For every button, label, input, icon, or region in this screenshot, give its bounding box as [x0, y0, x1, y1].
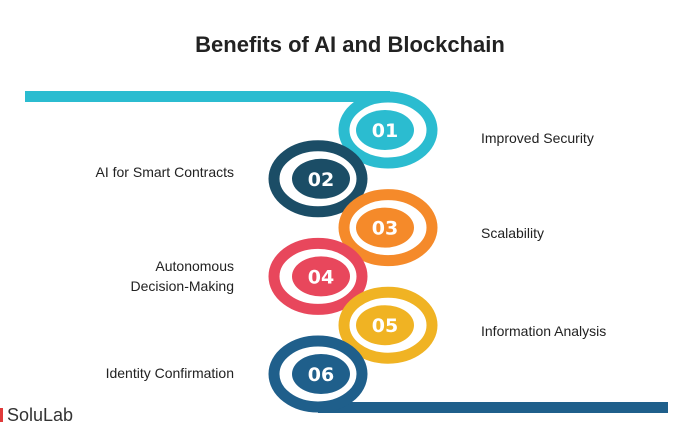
ring-03	[338, 189, 438, 267]
ring-02	[268, 140, 368, 218]
solulab-logo: SoluLab	[0, 405, 73, 426]
badge-number-03: 03	[372, 218, 398, 240]
bottom-bar	[318, 402, 668, 413]
ring-01	[338, 91, 438, 169]
label-03: Scalability	[481, 225, 545, 241]
logo-text: SoluLab	[7, 405, 74, 425]
badge-04	[292, 256, 350, 297]
badge-number-01: 01	[372, 120, 398, 142]
ring-04	[268, 237, 368, 315]
top-bar	[25, 91, 390, 102]
label-04-line1: Autonomous	[155, 258, 234, 274]
label-05: Information Analysis	[481, 323, 607, 339]
label-01: Improved Security	[481, 130, 594, 146]
badge-06	[292, 354, 350, 394]
label-06: Identity Confirmation	[105, 365, 234, 381]
page-title: Benefits of AI and Blockchain	[195, 32, 505, 57]
ring-05	[338, 286, 438, 364]
badge-01	[356, 110, 414, 150]
ring-06	[268, 335, 368, 413]
badge-number-05: 05	[372, 315, 398, 337]
badge-number-04: 04	[308, 266, 334, 288]
badge-05	[356, 305, 414, 346]
label-04-line2: Decision-Making	[130, 278, 234, 294]
badge-03	[356, 207, 414, 248]
label-02: AI for Smart Contracts	[95, 164, 234, 180]
logo-mark-icon	[0, 408, 3, 422]
badge-number-06: 06	[308, 364, 334, 386]
badge-02	[292, 158, 350, 199]
badge-number-02: 02	[308, 169, 334, 191]
